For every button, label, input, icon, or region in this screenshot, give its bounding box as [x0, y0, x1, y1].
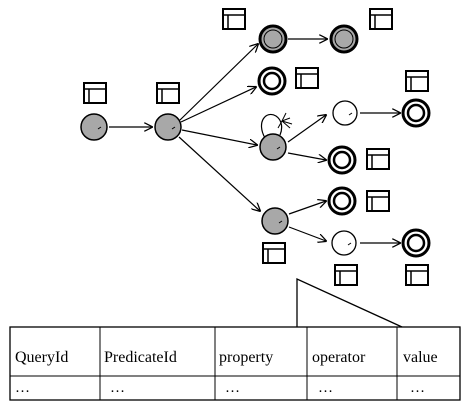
table-row: … … … … … — [15, 380, 425, 396]
cell-queryid: … — [15, 380, 30, 396]
header-value: value — [403, 349, 438, 366]
accepting-state-lower — [327, 186, 357, 216]
edge-s1-to-top-accepting — [179, 44, 258, 121]
table-icon — [334, 264, 358, 286]
state-start — [80, 113, 108, 141]
table-icon — [405, 70, 429, 92]
table-icon — [366, 190, 390, 212]
edge-middle-to-mid-accepting — [287, 152, 326, 160]
edge-middle-to-upper-white — [287, 115, 326, 143]
accepting-state-top-right-gray — [329, 24, 359, 54]
accepting-state-lower-right — [401, 228, 431, 258]
edge-lower-to-lower-accepting — [288, 201, 326, 215]
table-icon — [405, 264, 429, 286]
cell-value: … — [410, 380, 425, 396]
self-loop-middle — [260, 113, 283, 139]
accepting-state-upper — [257, 66, 287, 96]
cell-predicateid: … — [110, 380, 125, 396]
transition-edges — [109, 39, 400, 243]
state-ticks — [97, 112, 353, 246]
edge-s1-to-lower-state — [178, 136, 260, 211]
state-s1 — [154, 113, 182, 141]
table-icon — [222, 8, 246, 30]
table-icon — [366, 148, 390, 170]
state-upper-white — [332, 100, 358, 126]
cell-property: … — [225, 380, 240, 396]
cell-operator: … — [318, 380, 333, 396]
table-icon — [262, 242, 286, 264]
header-predicateid: PredicateId — [104, 349, 177, 366]
accepting-state-middle — [327, 145, 357, 175]
table-icon — [295, 67, 319, 89]
accepting-state-top-gray — [258, 24, 288, 54]
table-icon — [369, 8, 393, 30]
accepting-state-upper-right — [401, 98, 431, 128]
table-icon — [83, 82, 107, 104]
header-property: property — [219, 349, 273, 366]
predicate-table — [9, 326, 461, 401]
state-lower-white — [331, 230, 357, 256]
table-header-row: QueryId PredicateId property operator va… — [15, 349, 438, 366]
edge-s1-to-middle-state — [181, 129, 257, 145]
edge-lower-to-lower-white — [288, 226, 326, 241]
state-middle — [259, 133, 287, 161]
callout-wedge — [296, 277, 403, 328]
edge-s1-to-upper-accepting — [180, 87, 256, 123]
table-icon — [156, 82, 180, 104]
state-lower — [261, 207, 289, 235]
arrow-burst-icon — [277, 112, 293, 129]
header-queryid: QueryId — [15, 349, 68, 366]
states — [80, 24, 431, 258]
header-operator: operator — [312, 349, 366, 366]
